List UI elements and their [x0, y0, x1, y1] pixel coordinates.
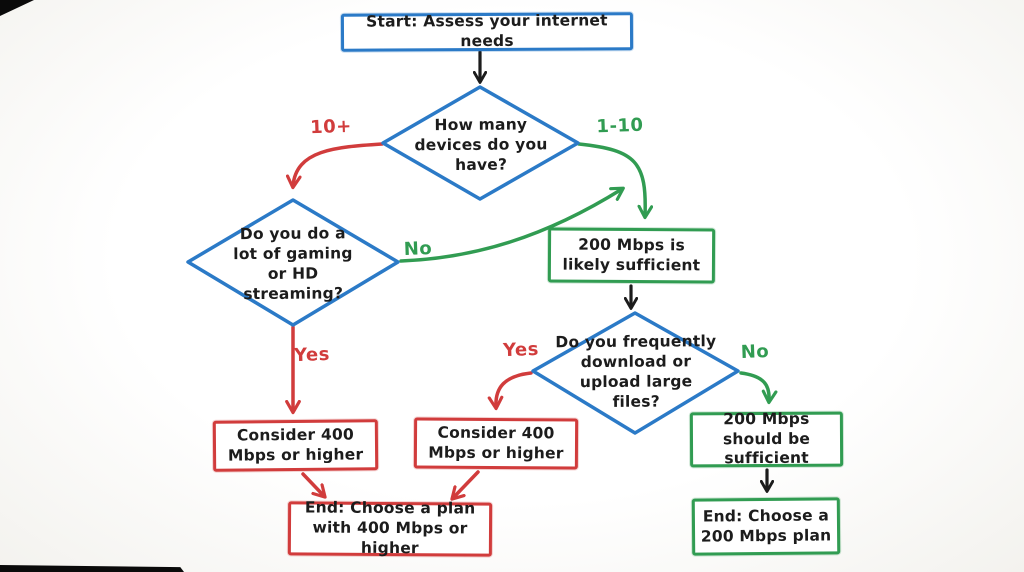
node-start: Start: Assess your internet needs — [340, 11, 634, 52]
edge-label-gaming-yes: Yes — [293, 343, 331, 367]
diamond-download-question-label: Do you frequently download or upload lar… — [555, 332, 717, 412]
edge-download-yes-to-consider-mid — [487, 371, 533, 411]
edge-label-download-yes: Yes — [502, 338, 540, 362]
edge-download-no-to-should — [739, 371, 778, 405]
node-consider-400-left: Consider 400 Mbps or higher — [212, 419, 379, 472]
node-end-400: End: Choose a plan with 400 Mbps or high… — [287, 499, 493, 557]
node-end-200: End: Choose a 200 Mbps plan — [691, 497, 841, 556]
edge-label-download-no: No — [740, 341, 770, 363]
node-end-400-label: End: Choose a plan with 400 Mbps or high… — [304, 498, 476, 558]
edge-label-1to10: 1-10 — [596, 114, 644, 138]
edge-devices-10plus-to-gaming — [285, 142, 384, 190]
node-consider-400-mid: Consider 400 Mbps or higher — [413, 417, 579, 470]
corner-artifact-bottom-left — [0, 565, 184, 572]
node-should-be-sufficient: 200 Mbps should be sufficient — [689, 409, 844, 468]
edge-label-gaming-no: No — [403, 238, 433, 260]
node-end-200-label: End: Choose a 200 Mbps plan — [700, 506, 832, 546]
diamond-devices-question-label: How many devices do you have? — [414, 115, 548, 175]
node-likely-sufficient-label: 200 Mbps is likely sufficient — [562, 235, 701, 274]
node-likely-sufficient: 200 Mbps is likely sufficient — [547, 227, 716, 284]
diamond-gaming-question — [186, 198, 400, 327]
node-consider-400-mid-label: Consider 400 Mbps or higher — [428, 423, 564, 462]
edge-consider-left-to-end400 — [301, 472, 327, 499]
edge-label-10plus: 10+ — [309, 115, 353, 139]
diamond-gaming-question-label: Do you do a lot of gaming or HD streamin… — [233, 224, 353, 304]
node-start-label: Start: Assess your internet needs — [366, 11, 608, 51]
diamond-devices-question — [381, 85, 580, 201]
diamond-download-question — [531, 311, 740, 435]
node-should-be-sufficient-label: 200 Mbps should be sufficient — [722, 409, 811, 468]
node-consider-400-left-label: Consider 400 Mbps or higher — [227, 425, 364, 465]
edge-gaming-no-to-likely — [399, 186, 625, 263]
edge-devices-1to10-to-likely — [577, 142, 654, 220]
edge-consider-mid-to-end400 — [450, 470, 480, 501]
